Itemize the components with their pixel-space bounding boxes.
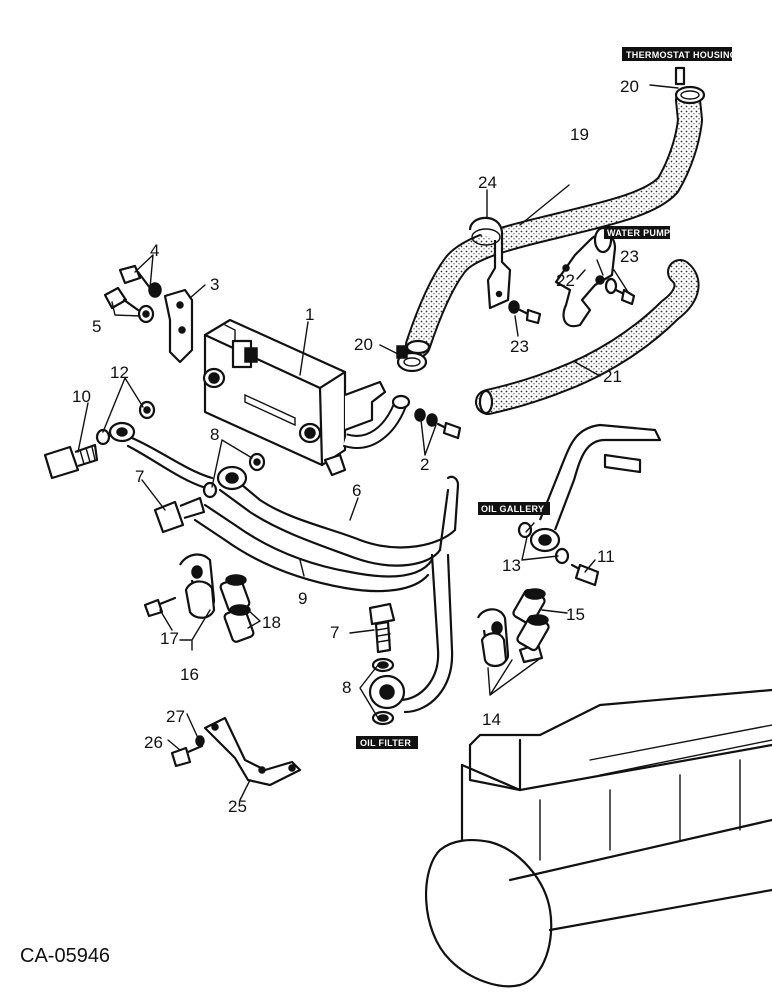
bolt-10 bbox=[43, 443, 99, 480]
grommets-18 bbox=[219, 574, 255, 643]
grommets-15 bbox=[512, 588, 550, 652]
bolt-4 bbox=[118, 264, 162, 298]
tag-oil-filter-label: OIL FILTER bbox=[360, 738, 411, 748]
tag-thermostat-housing: THERMOSTAT HOUSING bbox=[622, 47, 737, 61]
engine-block bbox=[425, 688, 772, 988]
callout-16: 16 bbox=[180, 665, 199, 684]
callouts: 20 19 24 22 23 23 20 21 1 4 3 5 12 10 8 … bbox=[72, 77, 639, 816]
hose-clamp-20-top bbox=[674, 66, 706, 105]
bracket-25 bbox=[203, 716, 302, 787]
bolt-26 bbox=[170, 744, 204, 768]
tag-oil-gallery-label: OIL GALLERY bbox=[481, 504, 544, 514]
callout-24: 24 bbox=[478, 173, 497, 192]
bolt-17 bbox=[143, 596, 177, 618]
tag-oil-gallery: OIL GALLERY bbox=[478, 502, 550, 515]
callout-15: 15 bbox=[566, 605, 585, 624]
callout-27: 27 bbox=[166, 707, 185, 726]
callout-13: 13 bbox=[502, 556, 521, 575]
callout-23-right: 23 bbox=[620, 247, 639, 266]
bolt-7-lower bbox=[368, 602, 396, 654]
tag-oil-filter: OIL FILTER bbox=[356, 736, 418, 749]
bracket-24 bbox=[468, 216, 512, 310]
leader-lines bbox=[77, 84, 679, 801]
callout-3: 3 bbox=[210, 275, 219, 294]
banjo-fitting-8 bbox=[202, 452, 266, 499]
callout-9: 9 bbox=[298, 589, 307, 608]
callout-21: 21 bbox=[603, 367, 622, 386]
callout-8-top: 8 bbox=[210, 425, 219, 444]
callout-22: 22 bbox=[556, 271, 575, 290]
callout-12: 12 bbox=[110, 363, 129, 382]
callout-20-top: 20 bbox=[620, 77, 639, 96]
callout-20-mid: 20 bbox=[354, 335, 373, 354]
clamp-16 bbox=[179, 553, 216, 619]
bolt-5 bbox=[103, 286, 155, 324]
tag-water-pump: WATER PUMP bbox=[604, 226, 670, 239]
callout-18: 18 bbox=[262, 613, 281, 632]
callout-26: 26 bbox=[144, 733, 163, 752]
bolt-23-right bbox=[595, 275, 636, 306]
callout-11: 11 bbox=[597, 547, 615, 566]
hose-21 bbox=[475, 259, 700, 415]
tag-water-pump-label: WATER PUMP bbox=[607, 228, 670, 238]
drawing-code: CA-05946 bbox=[20, 945, 110, 967]
bolt-23-lower bbox=[508, 300, 542, 325]
fitting-11-13 bbox=[517, 521, 600, 587]
callout-19: 19 bbox=[570, 125, 589, 144]
callout-10: 10 bbox=[72, 387, 91, 406]
banjo-oil-filter bbox=[368, 657, 406, 726]
tag-thermostat-housing-label: THERMOSTAT HOUSING bbox=[626, 50, 737, 60]
callout-7-lower: 7 bbox=[330, 623, 339, 642]
callout-1: 1 bbox=[305, 305, 314, 324]
callout-25: 25 bbox=[228, 797, 247, 816]
callout-7-top: 7 bbox=[135, 467, 144, 486]
callout-14: 14 bbox=[482, 710, 501, 729]
oil-tube-6-9 bbox=[193, 473, 460, 714]
callout-17: 17 bbox=[160, 629, 179, 648]
oil-cooler-1 bbox=[202, 318, 411, 477]
hose-19 bbox=[405, 87, 704, 358]
bolt-2 bbox=[414, 408, 462, 440]
callout-23-lower: 23 bbox=[510, 337, 529, 356]
callout-8-lower: 8 bbox=[342, 678, 351, 697]
callout-6: 6 bbox=[352, 481, 361, 500]
hose-clamp-20-mid bbox=[396, 345, 428, 373]
bolt-7-upper bbox=[153, 496, 206, 534]
callout-5: 5 bbox=[92, 317, 101, 336]
callout-4: 4 bbox=[150, 241, 159, 260]
callout-2: 2 bbox=[420, 455, 429, 474]
banjo-fitting-left bbox=[95, 400, 214, 490]
oil-tube-gallery bbox=[538, 423, 662, 531]
bracket-3 bbox=[163, 288, 194, 364]
